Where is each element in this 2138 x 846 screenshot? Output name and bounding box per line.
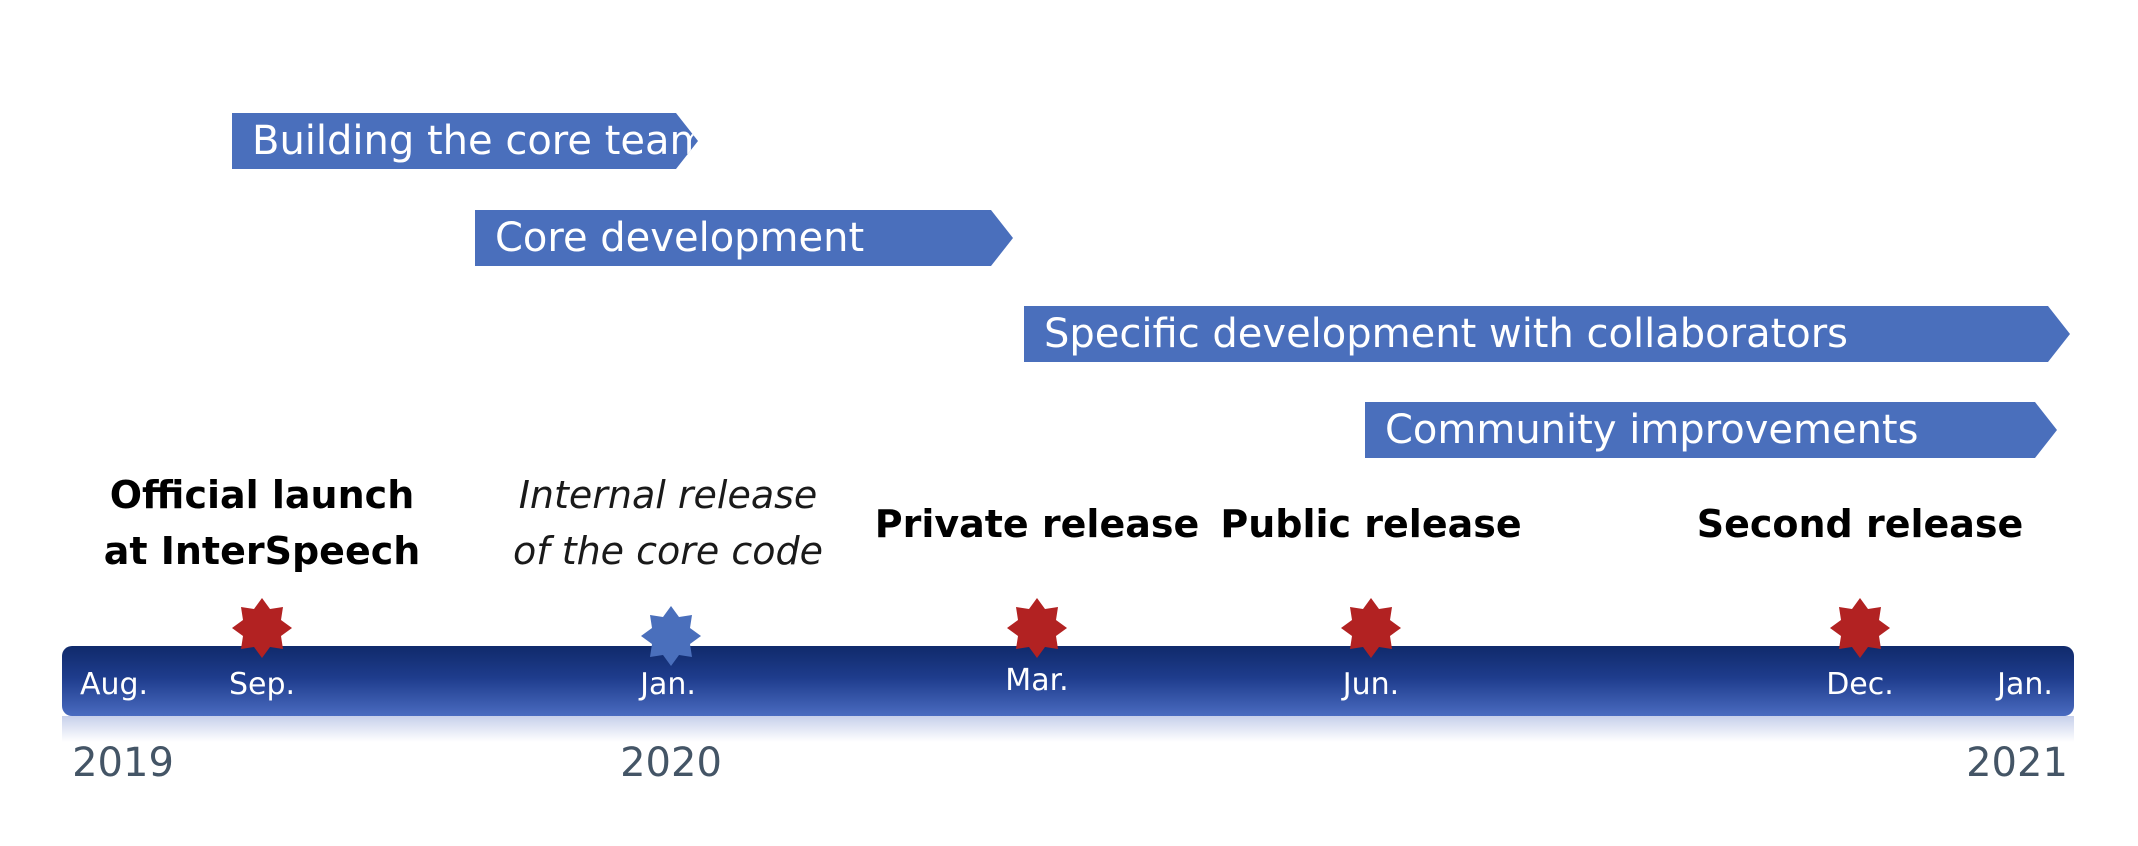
month-sep: Sep. <box>228 667 296 702</box>
red-star-icon <box>1007 598 1067 658</box>
milestone-internal-release-line-2: of the core code <box>512 529 824 573</box>
timeline-axis-bar <box>62 646 2074 716</box>
milestone-second-release: Second release <box>1697 496 2024 552</box>
timeline-axis-reflection <box>62 716 2074 742</box>
milestone-internal-release-line-1: Internal release <box>518 473 818 517</box>
phase-core-development: Core development <box>475 210 1013 266</box>
milestone-public-release: Public release <box>1220 496 1521 552</box>
milestone-official-launch: Official launch at InterSpeech <box>104 467 421 579</box>
red-star-icon <box>1830 598 1890 658</box>
month-jan-2020: Jan. <box>640 667 696 702</box>
month-mar: Mar. <box>1005 663 1069 698</box>
month-dec: Dec. <box>1826 667 1894 702</box>
phase-specific-development: Specific development with collaborators <box>1024 306 2070 362</box>
year-2021: 2021 <box>1966 740 2068 786</box>
blue-star-icon <box>641 606 701 666</box>
year-2020: 2020 <box>620 740 722 786</box>
red-star-icon <box>232 598 292 658</box>
milestone-private-release-line-1: Private release <box>874 502 1200 546</box>
red-star-icon <box>1341 598 1401 658</box>
month-jun: Jun. <box>1342 667 1400 702</box>
milestone-second-release-line-1: Second release <box>1696 502 2024 546</box>
month-aug: Aug. <box>79 667 149 702</box>
milestone-official-launch-line-1: Official launch <box>109 473 415 517</box>
milestone-official-launch-line-2: at InterSpeech <box>103 529 421 573</box>
month-jan-2021: Jan. <box>1997 667 2053 702</box>
milestone-internal-release: Internal release of the core code <box>513 467 823 579</box>
year-2019: 2019 <box>72 740 174 786</box>
milestone-public-release-line-1: Public release <box>1220 502 1522 546</box>
phase-building-core-team: Building the core team <box>232 113 698 169</box>
milestone-private-release: Private release <box>875 496 1200 552</box>
phase-community-improvements: Community improvements <box>1365 402 2057 458</box>
